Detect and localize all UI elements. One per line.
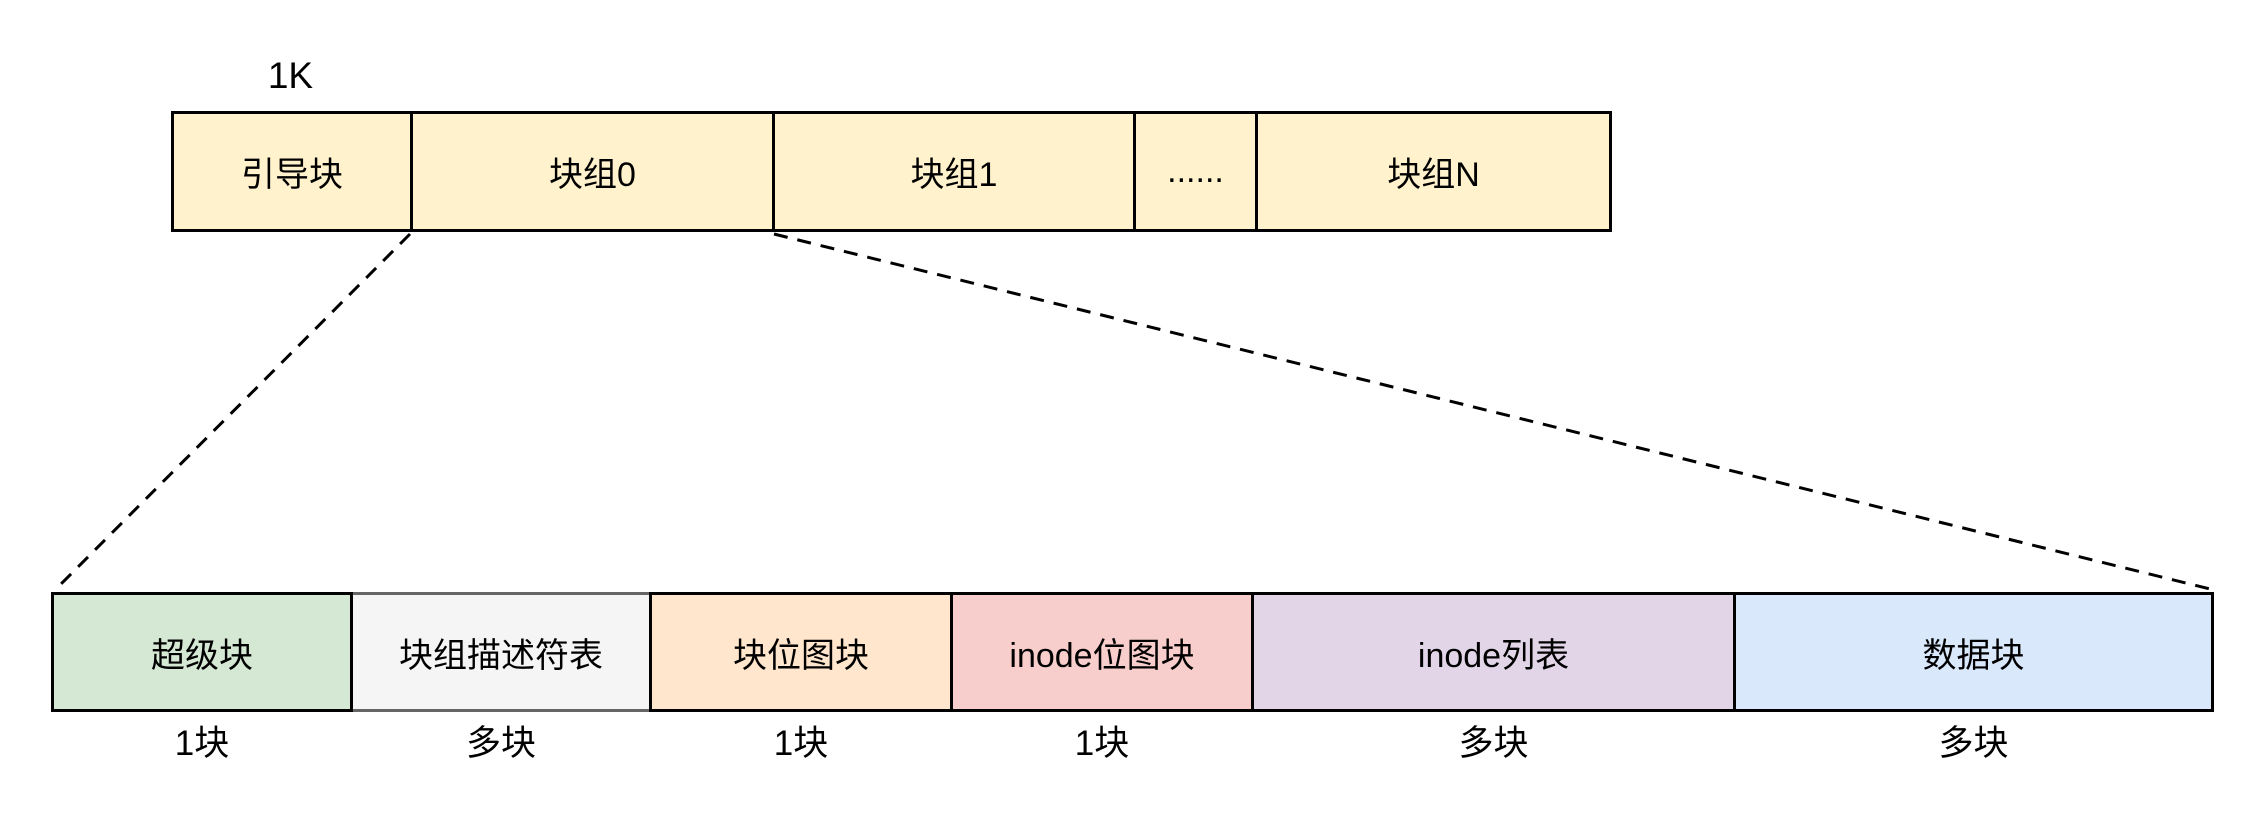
top-segment-boot-block: 引导块	[174, 114, 410, 229]
detail-cell-group-descriptor-table: 块组描述符表	[350, 592, 652, 712]
top-segment-ellipsis: ......	[1133, 114, 1255, 229]
detail-cell-data-blocks: 数据块	[1733, 592, 2214, 712]
detail-cell-inode-bitmap: inode位图块	[950, 592, 1254, 712]
detail-cell-super-block: 超级块	[51, 592, 353, 712]
size-label-1k: 1K	[267, 55, 314, 96]
detail-cell-block-bitmap: 块位图块	[649, 592, 953, 712]
count-label-block-bitmap: 1块	[773, 724, 829, 763]
top-segment-block-group-n: 块组N	[1255, 114, 1609, 229]
count-label-inode-bitmap: 1块	[1074, 724, 1130, 763]
disk-layout-bar: 引导块 块组0 块组1 ...... 块组N	[171, 111, 1612, 232]
count-label-inode-list: 多块	[1458, 724, 1529, 763]
detail-cell-inode-list: inode列表	[1251, 592, 1736, 712]
count-label-data-blocks: 多块	[1938, 724, 2009, 763]
count-label-super-block: 1块	[174, 724, 230, 763]
dashed-connector-right	[773, 232, 2211, 591]
count-label-group-descriptor-table: 多块	[465, 724, 536, 763]
dashed-connector-left	[54, 232, 412, 591]
top-segment-block-group-1: 块组1	[772, 114, 1133, 229]
top-segment-block-group-0: 块组0	[410, 114, 772, 229]
